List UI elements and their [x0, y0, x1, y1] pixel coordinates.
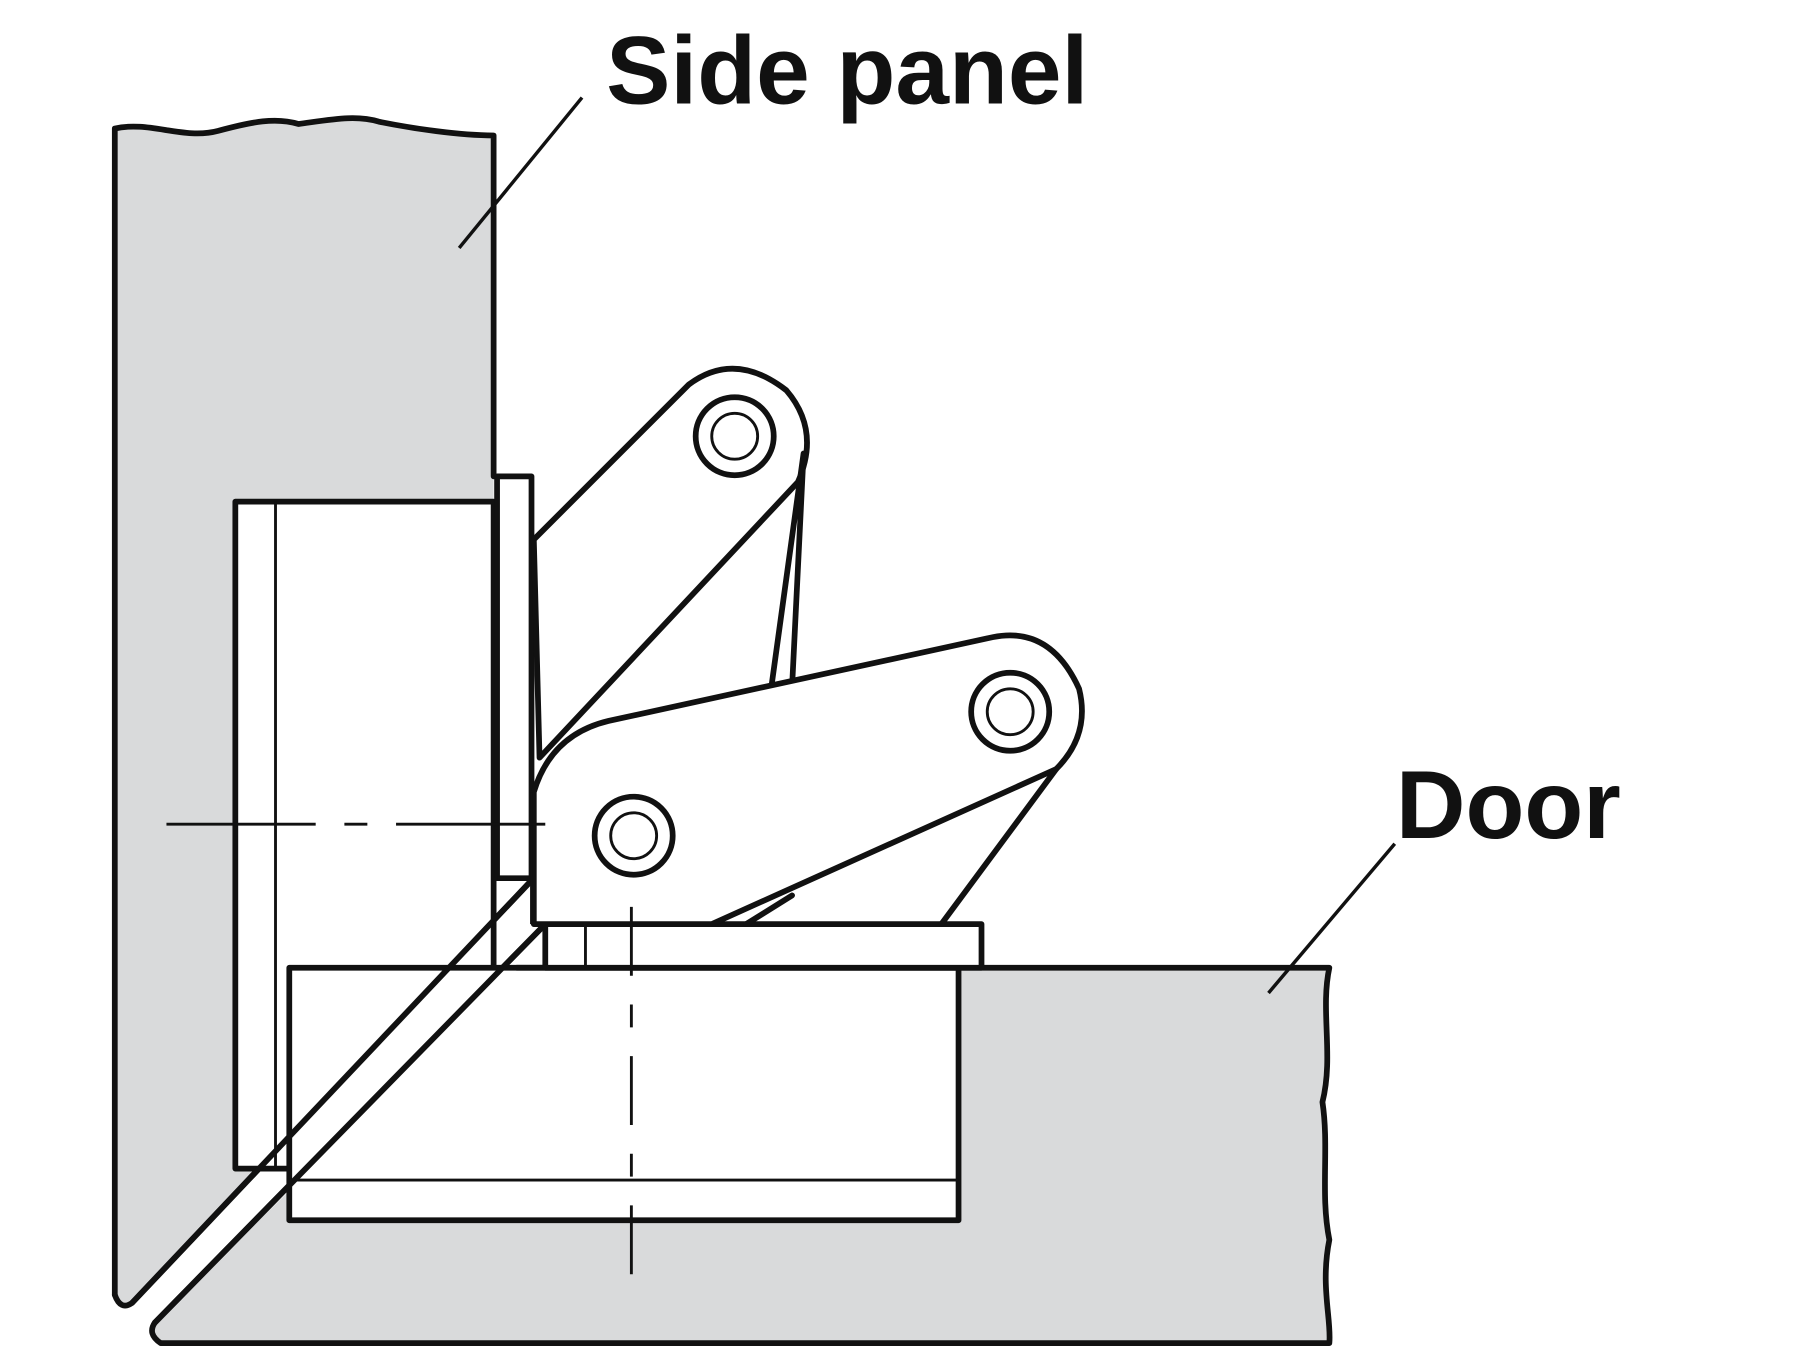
hinge-cup-door [286, 964, 962, 1224]
side-panel-label: Side panel [606, 17, 1088, 124]
side-panel-outline [111, 115, 497, 1298]
pin-center [591, 793, 676, 878]
door-leader [1267, 842, 1397, 995]
lower-link [743, 766, 1059, 927]
mounting-plate [494, 473, 535, 882]
pin-right [968, 669, 1053, 754]
side-panel-leader [457, 96, 584, 250]
door-label: Door [1396, 752, 1621, 859]
hinge-arm-plate [542, 921, 985, 971]
door-outline [149, 921, 1333, 1346]
pin-upper [692, 394, 777, 479]
